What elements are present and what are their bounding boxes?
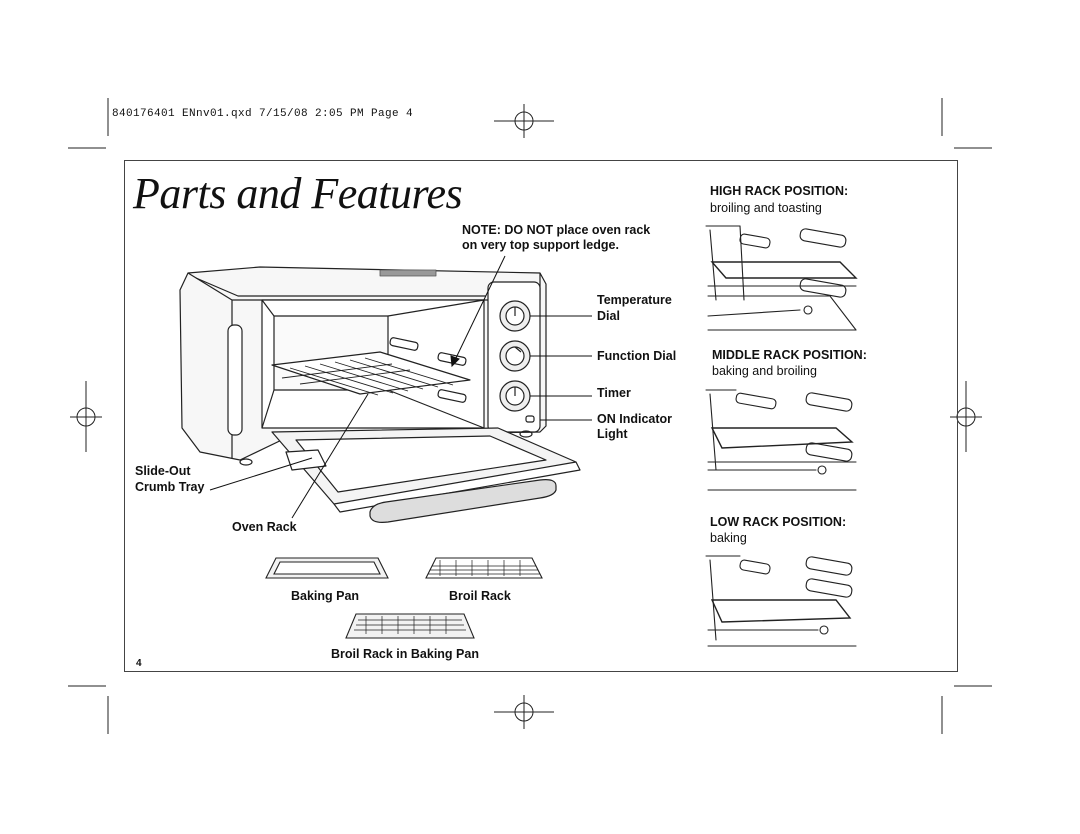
broil-rack-in-pan-drawing <box>345 613 475 639</box>
temperature-dial-label: Temperature <box>597 293 672 307</box>
note-line-2: on very top support ledge. <box>462 238 619 252</box>
print-slug: 840176401 ENnv01.qxd 7/15/08 2:05 PM Pag… <box>112 108 414 120</box>
registration-mark-bottom <box>494 695 554 729</box>
low-rack-use: baking <box>710 531 747 545</box>
low-rack-heading: LOW RACK POSITION: <box>710 515 847 529</box>
note-line-1: NOTE: DO NOT place oven rack <box>462 223 651 237</box>
middle-rack-heading: MIDDLE RACK POSITION: <box>712 348 867 362</box>
broil-rack-label: Broil Rack <box>449 589 511 603</box>
page-title: Parts and Features <box>133 169 463 218</box>
baking-pan-label: Baking Pan <box>291 589 360 603</box>
crumb-tray-label-2: Crumb Tray <box>135 480 205 494</box>
low-rack-diagram <box>705 555 857 647</box>
broil-rack-in-pan-label: Broil Rack in Baking Pan <box>331 647 479 661</box>
registration-mark-left <box>70 381 102 452</box>
baking-pan-drawing <box>265 557 389 579</box>
crumb-tray-label: Slide-Out <box>135 464 191 478</box>
broil-rack-drawing <box>425 557 543 579</box>
page-number: 4 <box>136 658 142 669</box>
high-rack-use: broiling and toasting <box>710 201 822 215</box>
middle-rack-use: baking and broiling <box>712 364 817 378</box>
oven-rack-label: Oven Rack <box>232 520 297 534</box>
page-border <box>124 160 958 672</box>
on-indicator-label: ON Indicator <box>597 412 673 426</box>
function-dial-label: Function Dial <box>597 349 677 363</box>
middle-rack-diagram <box>705 389 857 491</box>
timer-label: Timer <box>597 386 631 400</box>
temperature-dial-label-2: Dial <box>597 309 620 323</box>
high-rack-diagram <box>705 225 858 331</box>
registration-mark-top <box>494 104 554 138</box>
high-rack-heading: HIGH RACK POSITION: <box>710 184 849 198</box>
on-indicator-label-2: Light <box>597 427 628 441</box>
